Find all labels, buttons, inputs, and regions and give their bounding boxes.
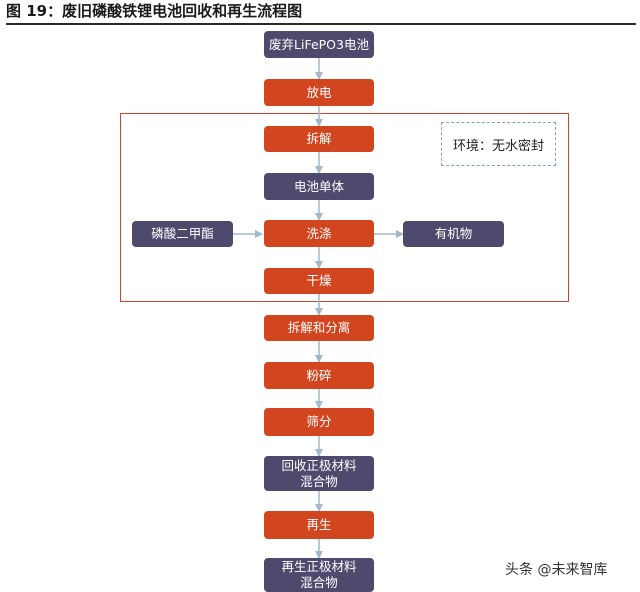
regenerated-cathode-mixture-box: 再生正极材料 混合物	[264, 558, 374, 592]
solvent-input-box: 磷酸二甲酯	[132, 221, 233, 247]
dry-box: 干燥	[264, 268, 374, 294]
sieve-box: 筛分	[264, 408, 374, 436]
waste-battery-box: 废弃LiFePO3电池	[264, 31, 374, 58]
wash-box: 洗涤	[264, 220, 374, 247]
crush-box: 粉碎	[264, 362, 374, 389]
watermark-text: 头条 @未来智库	[505, 562, 608, 578]
title-underline	[6, 23, 636, 25]
recycled-cathode-mixture-box: 回收正极材料 混合物	[264, 456, 374, 491]
environment-note: 环境：无水密封	[441, 122, 556, 166]
sealed-environment-region	[120, 113, 569, 302]
battery-cell-box: 电池单体	[264, 173, 374, 200]
discharge-box: 放电	[264, 79, 374, 106]
organics-output-box: 有机物	[403, 221, 504, 247]
figure-title: 图 19：废旧磷酸铁锂电池回收和再生流程图	[6, 2, 303, 20]
split-and-separate-box: 拆解和分离	[264, 315, 374, 341]
disassemble-box: 拆解	[264, 126, 374, 152]
regenerate-box: 再生	[264, 511, 374, 539]
